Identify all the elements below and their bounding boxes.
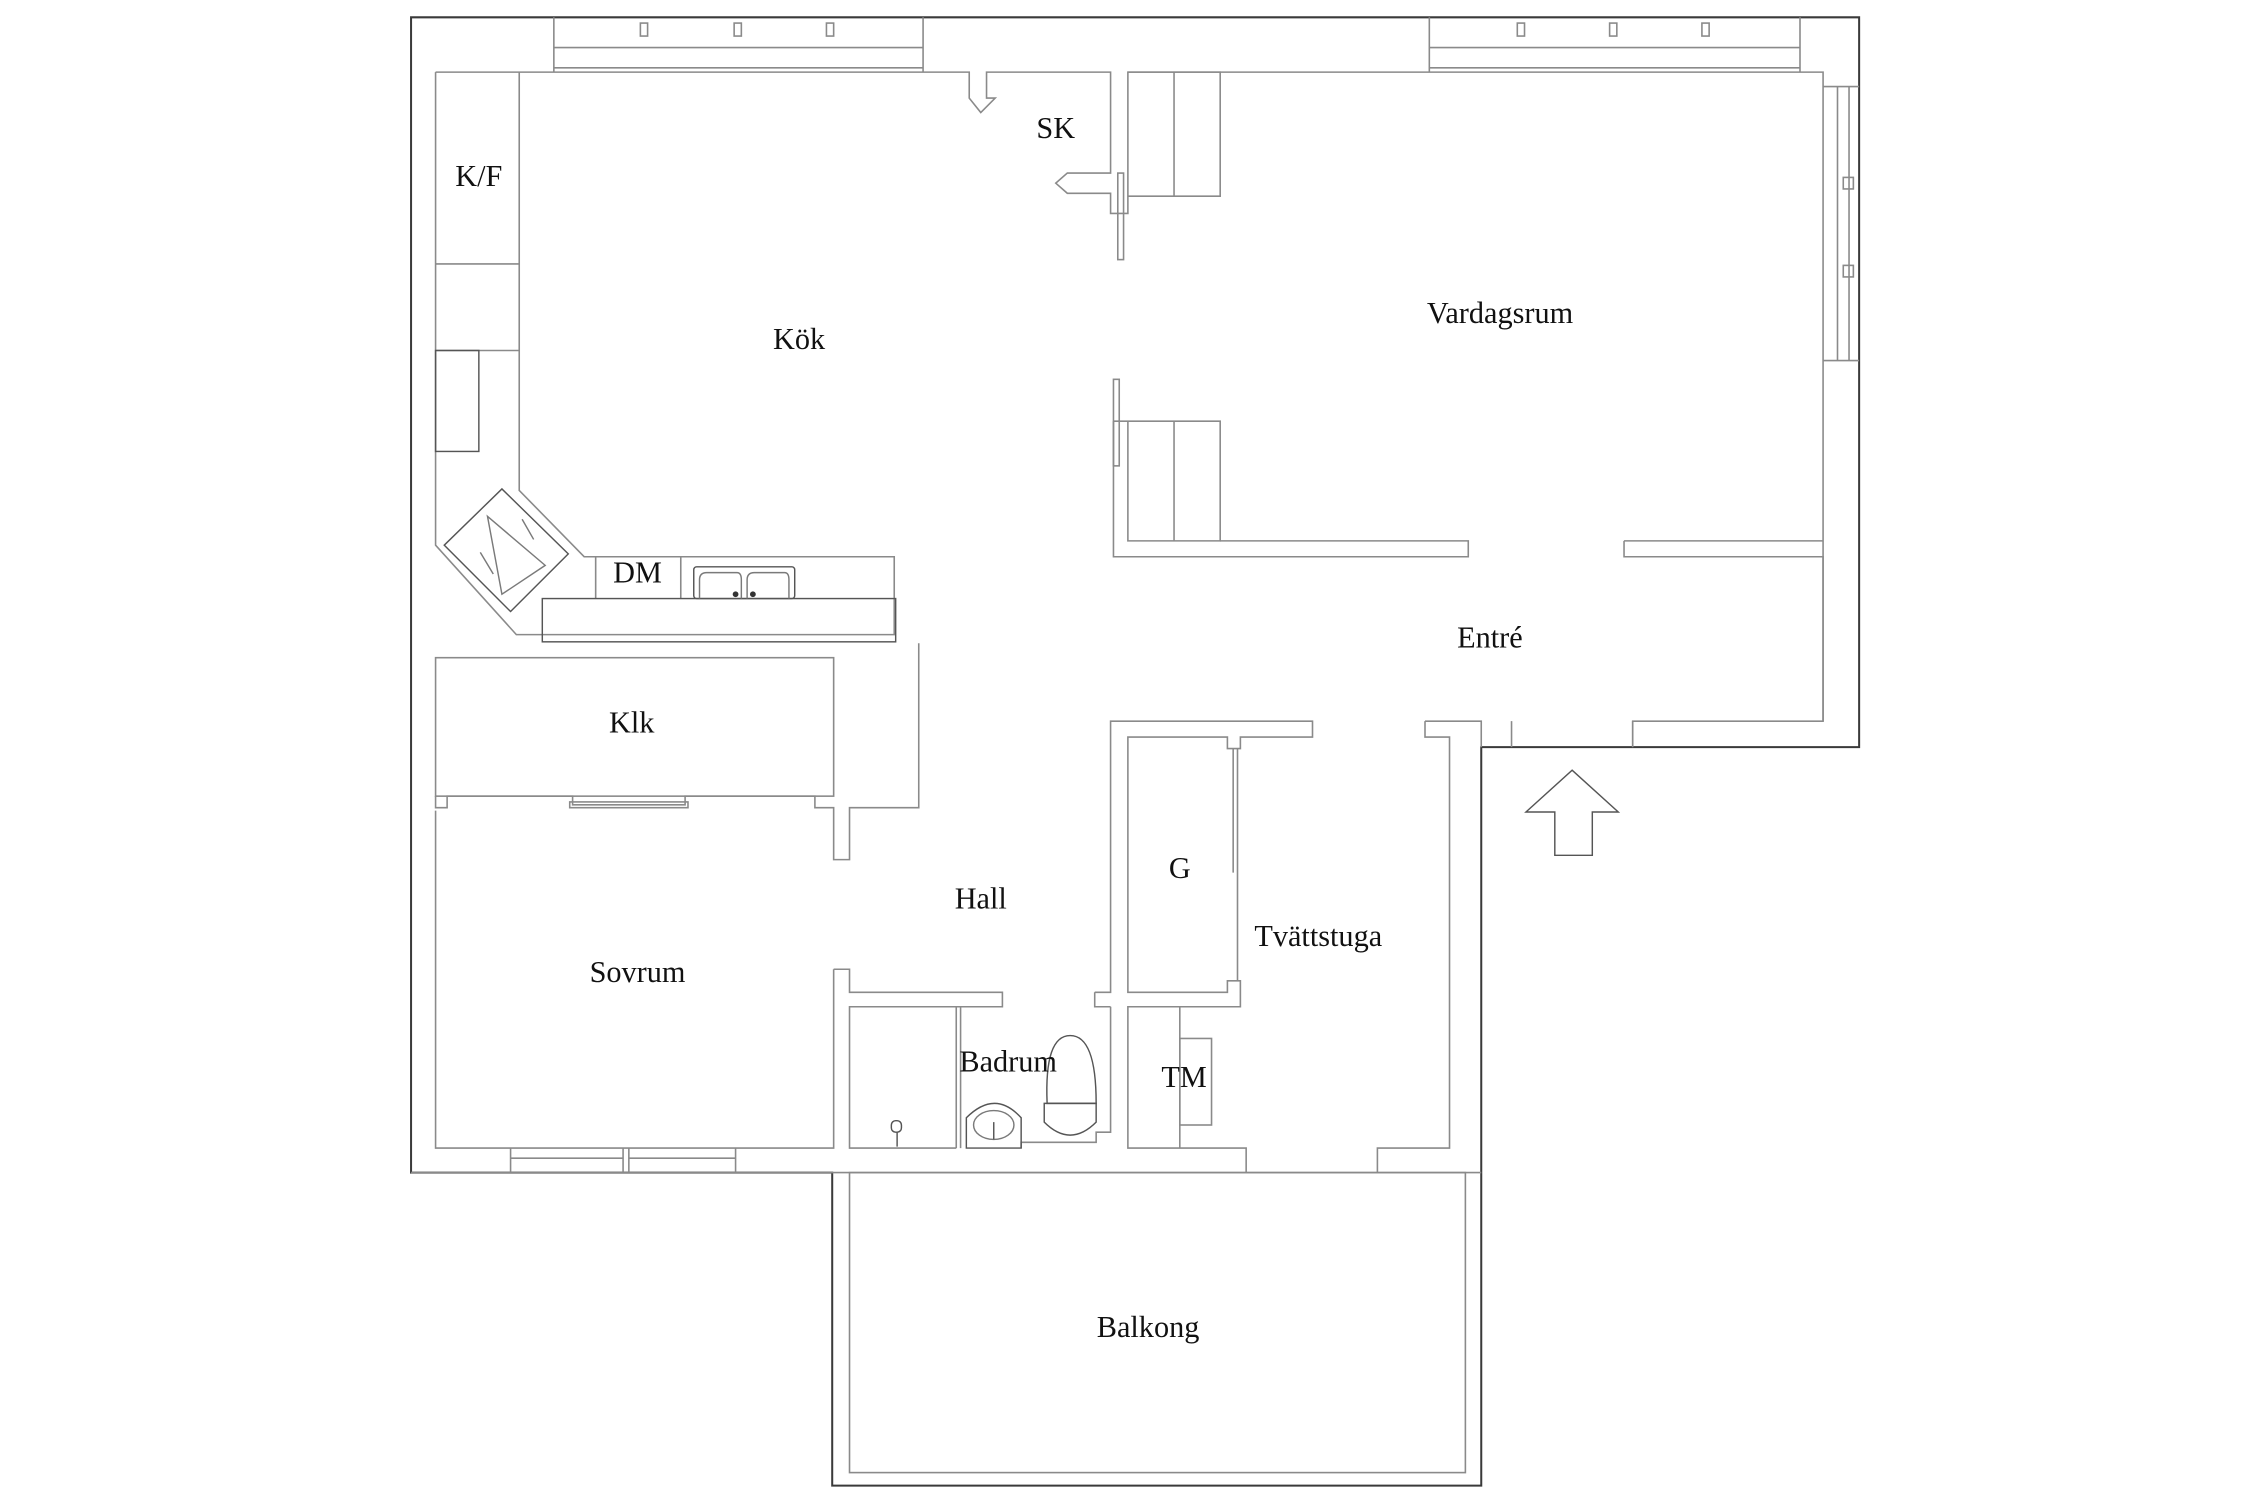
outer-wall bbox=[410, 16, 1861, 1487]
entrance-arrow-icon bbox=[1524, 769, 1621, 857]
room-label-dm: DM bbox=[613, 555, 662, 589]
toilet-icon bbox=[1043, 1034, 1097, 1136]
room-label-sovrum: Sovrum bbox=[590, 955, 686, 989]
room-label-g: G bbox=[1169, 851, 1191, 885]
room-label-kf: K/F bbox=[455, 159, 502, 193]
floor-drain-icon bbox=[890, 1119, 903, 1147]
room-label-entre: Entré bbox=[1457, 620, 1523, 654]
inner-walls bbox=[411, 17, 1860, 1474]
room-label-sk: SK bbox=[1036, 111, 1075, 145]
room-label-tvattstuga: Tvättstuga bbox=[1254, 919, 1382, 953]
sink-basin-icon bbox=[965, 1102, 1022, 1149]
room-label-vardagsrum: Vardagsrum bbox=[1427, 296, 1574, 330]
corner-stove-icon bbox=[443, 487, 570, 613]
room-label-hall: Hall bbox=[955, 881, 1007, 915]
room-label-balkong: Balkong bbox=[1097, 1310, 1200, 1344]
room-label-klk: Klk bbox=[609, 705, 655, 739]
double-sink-icon bbox=[693, 566, 796, 600]
room-label-tm: TM bbox=[1161, 1060, 1206, 1094]
room-label-badrum: Badrum bbox=[959, 1044, 1057, 1078]
room-label-kok: Kök bbox=[773, 322, 826, 356]
